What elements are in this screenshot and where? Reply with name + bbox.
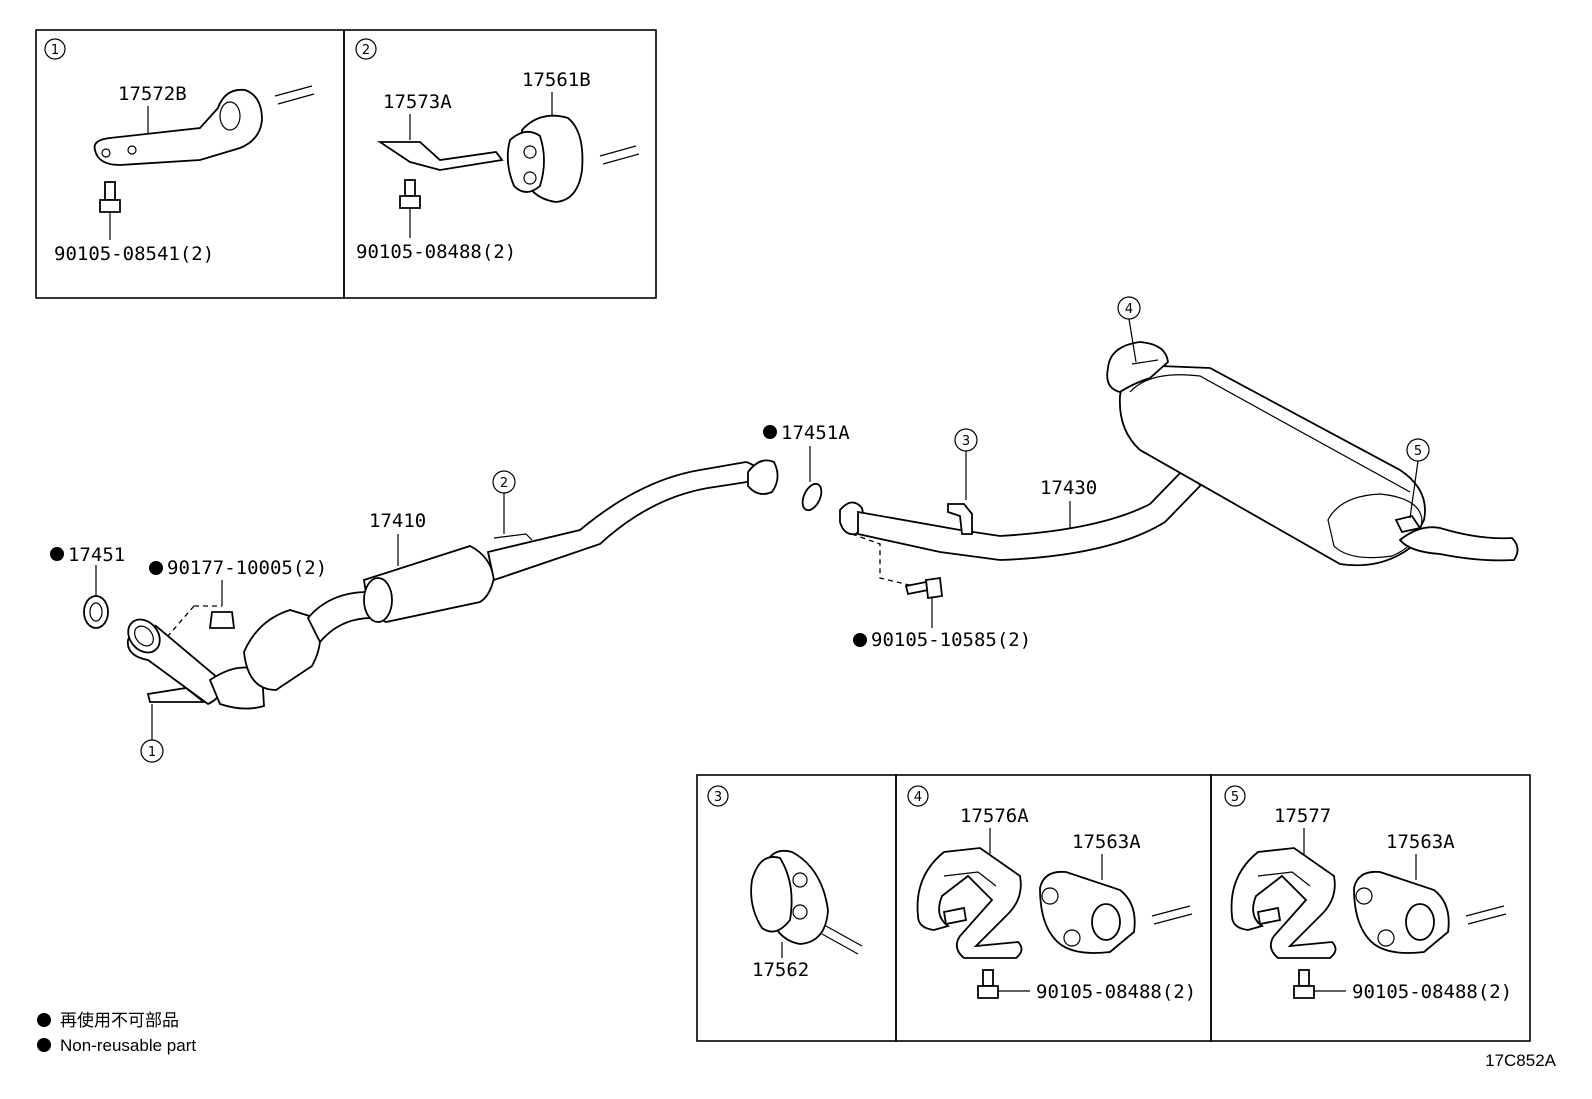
part-17562-label: 17562 (752, 959, 809, 981)
marker-3: 3 (714, 790, 722, 805)
marker-2-main: 2 (500, 476, 508, 491)
part-17561b-label: 17561B (522, 69, 591, 91)
part-17577-label: 17577 (1274, 805, 1331, 827)
part-17576a-label: 17576A (960, 805, 1029, 827)
hanger-17576a (916, 847, 1023, 959)
part-17572b-label: 17572B (118, 83, 187, 105)
bolt-90105-08488-label: 90105-08488(2) (356, 241, 516, 263)
gasket-17451a-label: 17451A (781, 422, 850, 444)
nut-90177-10005-label: 90177-10005(2) (167, 557, 327, 579)
part-17563a-label-5: 17563A (1386, 831, 1455, 853)
detail-box-1: 1 17572B 90105-08541(2) (35, 29, 345, 299)
rubber-mount-17563a (1039, 870, 1136, 954)
marker-1: 1 (51, 43, 59, 58)
rubber-mount-17562 (750, 849, 829, 945)
detail-box-3: 3 17562 (696, 774, 897, 1042)
muffler (1106, 341, 1519, 567)
bolt-90105-08488-label-4: 90105-08488(2) (1036, 981, 1196, 1003)
bolt-90105-08488-label-5: 90105-08488(2) (1352, 981, 1512, 1003)
rubber-mount-17561b (506, 114, 584, 203)
legend-line-1: 再使用不可部品 (60, 1010, 179, 1030)
gasket-17451 (83, 595, 109, 629)
marker-5: 5 (1231, 790, 1239, 805)
marker-1-main: 1 (148, 745, 156, 760)
part-17563a-label: 17563A (1072, 831, 1141, 853)
gasket-17451a (801, 482, 823, 512)
front-pipe-17410 (126, 459, 779, 710)
detail-box-4: 4 17576A 17563A 90105-08488(2) (895, 774, 1212, 1042)
marker-3-main: 3 (962, 434, 970, 449)
legend-line-2: Non-reusable part (60, 1036, 196, 1055)
part-17573a-label: 17573A (383, 91, 452, 113)
tail-pipe-17430-label: 17430 (1040, 477, 1097, 499)
legend: 再使用不可部品 Non-reusable part (37, 1010, 196, 1055)
tail-pipe-17430 (839, 467, 1201, 561)
detail-box-5: 5 17577 17563A 90105-08488(2) (1210, 774, 1531, 1042)
marker-5-main: 5 (1414, 444, 1422, 459)
bolt-icon (977, 969, 1030, 999)
detail-box-2: 2 17573A 17561B 90105-08488(2) (343, 29, 657, 299)
diagram-code: 17C852A (1485, 1051, 1557, 1070)
marker-4-main: 4 (1125, 302, 1133, 317)
bolt-90105-10585-label: 90105-10585(2) (871, 629, 1031, 651)
bolt-icon (99, 181, 121, 240)
gasket-17451-label: 17451 (68, 544, 125, 566)
front-pipe-17410-label: 17410 (369, 510, 426, 532)
bracket-17573a (377, 141, 504, 171)
bolt-icon (904, 576, 943, 600)
marker-2: 2 (362, 43, 370, 58)
bolt-icon (1293, 969, 1346, 999)
marker-4: 4 (914, 790, 922, 805)
rubber-mount-17563a (1353, 870, 1450, 954)
bolt-90105-08541-label: 90105-08541(2) (54, 243, 214, 265)
hanger-17577 (1230, 847, 1337, 959)
nut-icon (208, 611, 236, 629)
bracket-17572b (93, 88, 263, 166)
bolt-icon (399, 179, 421, 238)
